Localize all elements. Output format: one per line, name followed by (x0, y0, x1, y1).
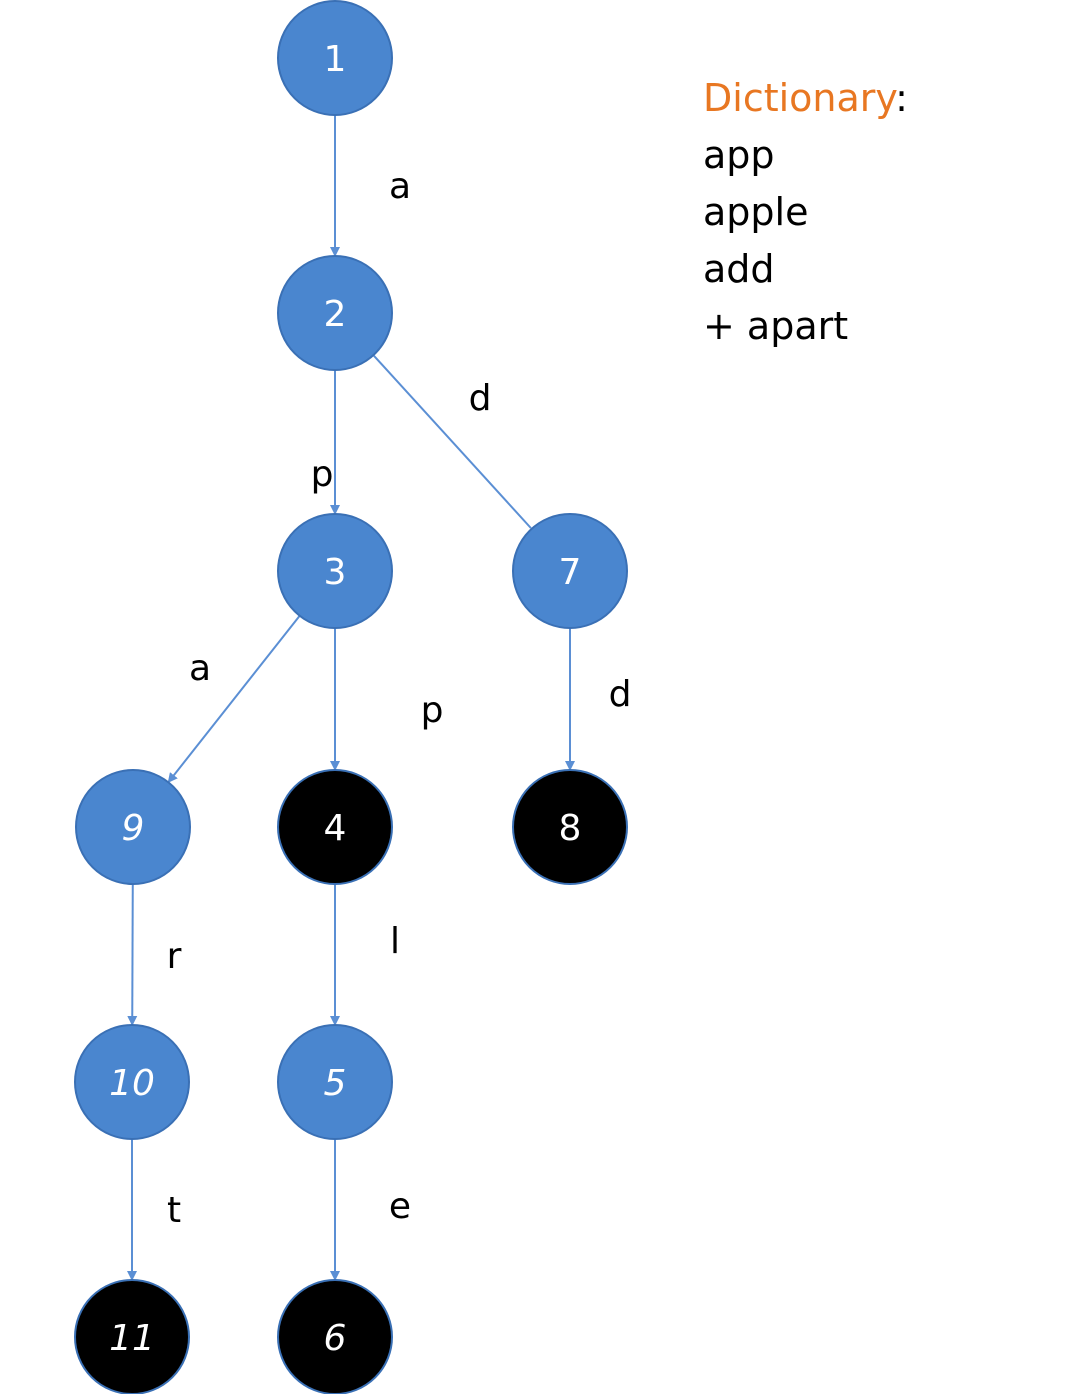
edge-9-10 (127, 883, 138, 1027)
node-label-8: 8 (559, 808, 582, 849)
node-1: 1 (277, 0, 393, 116)
legend-colon: : (895, 76, 908, 120)
node-8: 8 (512, 769, 628, 885)
edges-layer (127, 115, 575, 1281)
dictionary-legend: Dictionary: app apple add + apart (703, 70, 908, 355)
node-5: 5 (277, 1024, 393, 1140)
node-label-2: 2 (324, 294, 347, 335)
node-10: 10 (74, 1024, 190, 1140)
node-3: 3 (277, 513, 393, 629)
edge-label-10-11: t (167, 1190, 181, 1231)
legend-title-line: Dictionary: (703, 70, 908, 127)
node-6: 6 (277, 1279, 393, 1394)
node-label-1: 1 (324, 39, 347, 80)
node-circle-3 (277, 513, 393, 629)
edge-2-7 (372, 354, 532, 529)
node-circle-6 (277, 1279, 393, 1394)
legend-word: apple (703, 190, 809, 234)
node-label-4: 4 (324, 808, 347, 849)
node-label-11: 11 (109, 1318, 155, 1359)
edge-3-9 (167, 615, 301, 784)
node-4: 4 (277, 769, 393, 885)
node-label-7: 7 (559, 552, 582, 593)
legend-word: + apart (703, 304, 849, 348)
edge-label-1-2: a (389, 166, 411, 207)
node-circle-4 (277, 769, 393, 885)
node-circle-9 (75, 769, 191, 885)
node-9: 9 (75, 769, 191, 885)
edge-label-3-9: a (189, 648, 211, 689)
node-label-9: 9 (122, 808, 145, 849)
node-circle-10 (74, 1024, 190, 1140)
edge-label-9-10: r (167, 936, 182, 977)
edge-label-3-4: p (421, 690, 444, 731)
edge-labels-layer: a p d a p d r l t e (167, 166, 632, 1231)
edge-label-2-7: d (469, 378, 492, 419)
edge-label-7-8: d (609, 674, 632, 715)
edge-label-5-6: e (389, 1186, 411, 1227)
node-2: 2 (277, 255, 393, 371)
legend-title: Dictionary (703, 76, 896, 120)
node-11: 11 (74, 1279, 190, 1394)
legend-word: add (703, 247, 775, 291)
edge-label-4-5: l (390, 921, 400, 962)
node-label-3: 3 (324, 552, 347, 593)
node-circle-5 (277, 1024, 393, 1140)
node-circle-1 (277, 0, 393, 116)
node-circle-11 (74, 1279, 190, 1394)
node-label-10: 10 (109, 1063, 155, 1104)
nodes-layer: 1 2 3 7 9 4 8 10 5 11 6 (74, 0, 628, 1394)
node-circle-8 (512, 769, 628, 885)
node-label-5: 5 (324, 1063, 347, 1104)
legend-word: app (703, 133, 775, 177)
node-circle-2 (277, 255, 393, 371)
node-label-6: 6 (324, 1318, 347, 1359)
node-7: 7 (512, 513, 628, 629)
edge-label-2-3: p (311, 454, 334, 495)
node-circle-7 (512, 513, 628, 629)
